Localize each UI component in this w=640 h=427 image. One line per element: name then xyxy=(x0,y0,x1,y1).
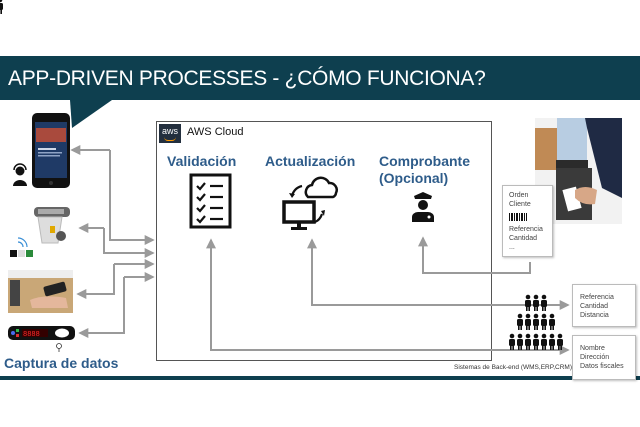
stage-comprobante-label: Comprobante xyxy=(379,153,470,169)
doc-line: Nombre xyxy=(580,345,605,352)
doc-line: Referencia xyxy=(509,226,543,233)
wrist-terminal-photo xyxy=(8,270,73,313)
slide-title: APP-DRIVEN PROCESSES - ¿CÓMO FUNCIONA? xyxy=(8,67,486,90)
officer-icon xyxy=(412,192,434,222)
svg-text:8888: 8888 xyxy=(23,331,40,339)
aws-logo: aws xyxy=(159,124,181,143)
backend-connectors xyxy=(206,236,570,355)
aws-cloud-label: AWS Cloud xyxy=(187,126,244,138)
doc-line: Distancia xyxy=(580,312,609,319)
reference-document: Referencia Cantidad Distancia xyxy=(572,284,636,327)
stage-comprobante-heading: Comprobante (Opcional) xyxy=(379,153,470,187)
operator-headset-icon xyxy=(13,163,27,186)
backend-systems-label: Sistemas de Back-end (WMS,ERP,CRM) xyxy=(454,364,572,371)
people-pyramid-icon xyxy=(0,0,563,350)
status-badges-icon xyxy=(10,250,33,257)
doc-line: Orden xyxy=(509,192,529,199)
doc-line: Cantidad xyxy=(509,235,538,242)
stage-comprobante-optional: (Opcional) xyxy=(379,170,449,186)
doc-line: Cliente xyxy=(509,201,531,208)
barcode-icon xyxy=(509,213,527,221)
doc-line: Datos fiscales xyxy=(580,363,624,370)
delivery-person-photo xyxy=(535,118,622,224)
doc-line: Dirección xyxy=(580,354,610,361)
order-document: Orden Cliente Referencia Cantidad ... xyxy=(502,185,553,257)
capture-connectors xyxy=(70,145,155,338)
customer-document: Nombre Dirección Datos fiscales xyxy=(572,335,636,380)
stage-actualizacion-heading: Actualización xyxy=(265,153,356,169)
title-bar xyxy=(0,56,640,100)
stage-validacion-heading: Validación xyxy=(167,153,237,169)
wireless-icon xyxy=(17,237,28,248)
cloud-sync-icon xyxy=(282,176,338,230)
checklist-icon xyxy=(189,173,232,229)
pick-to-light-device: 8888 xyxy=(8,326,75,352)
doc-line: Referencia xyxy=(580,294,614,301)
bottom-bar xyxy=(0,376,640,380)
doc-line: Cantidad xyxy=(580,303,609,310)
ring-scanner-device xyxy=(34,207,70,244)
data-capture-label: Captura de datos xyxy=(4,355,119,371)
doc-line: ... xyxy=(509,244,515,251)
smartphone-device xyxy=(32,113,70,188)
